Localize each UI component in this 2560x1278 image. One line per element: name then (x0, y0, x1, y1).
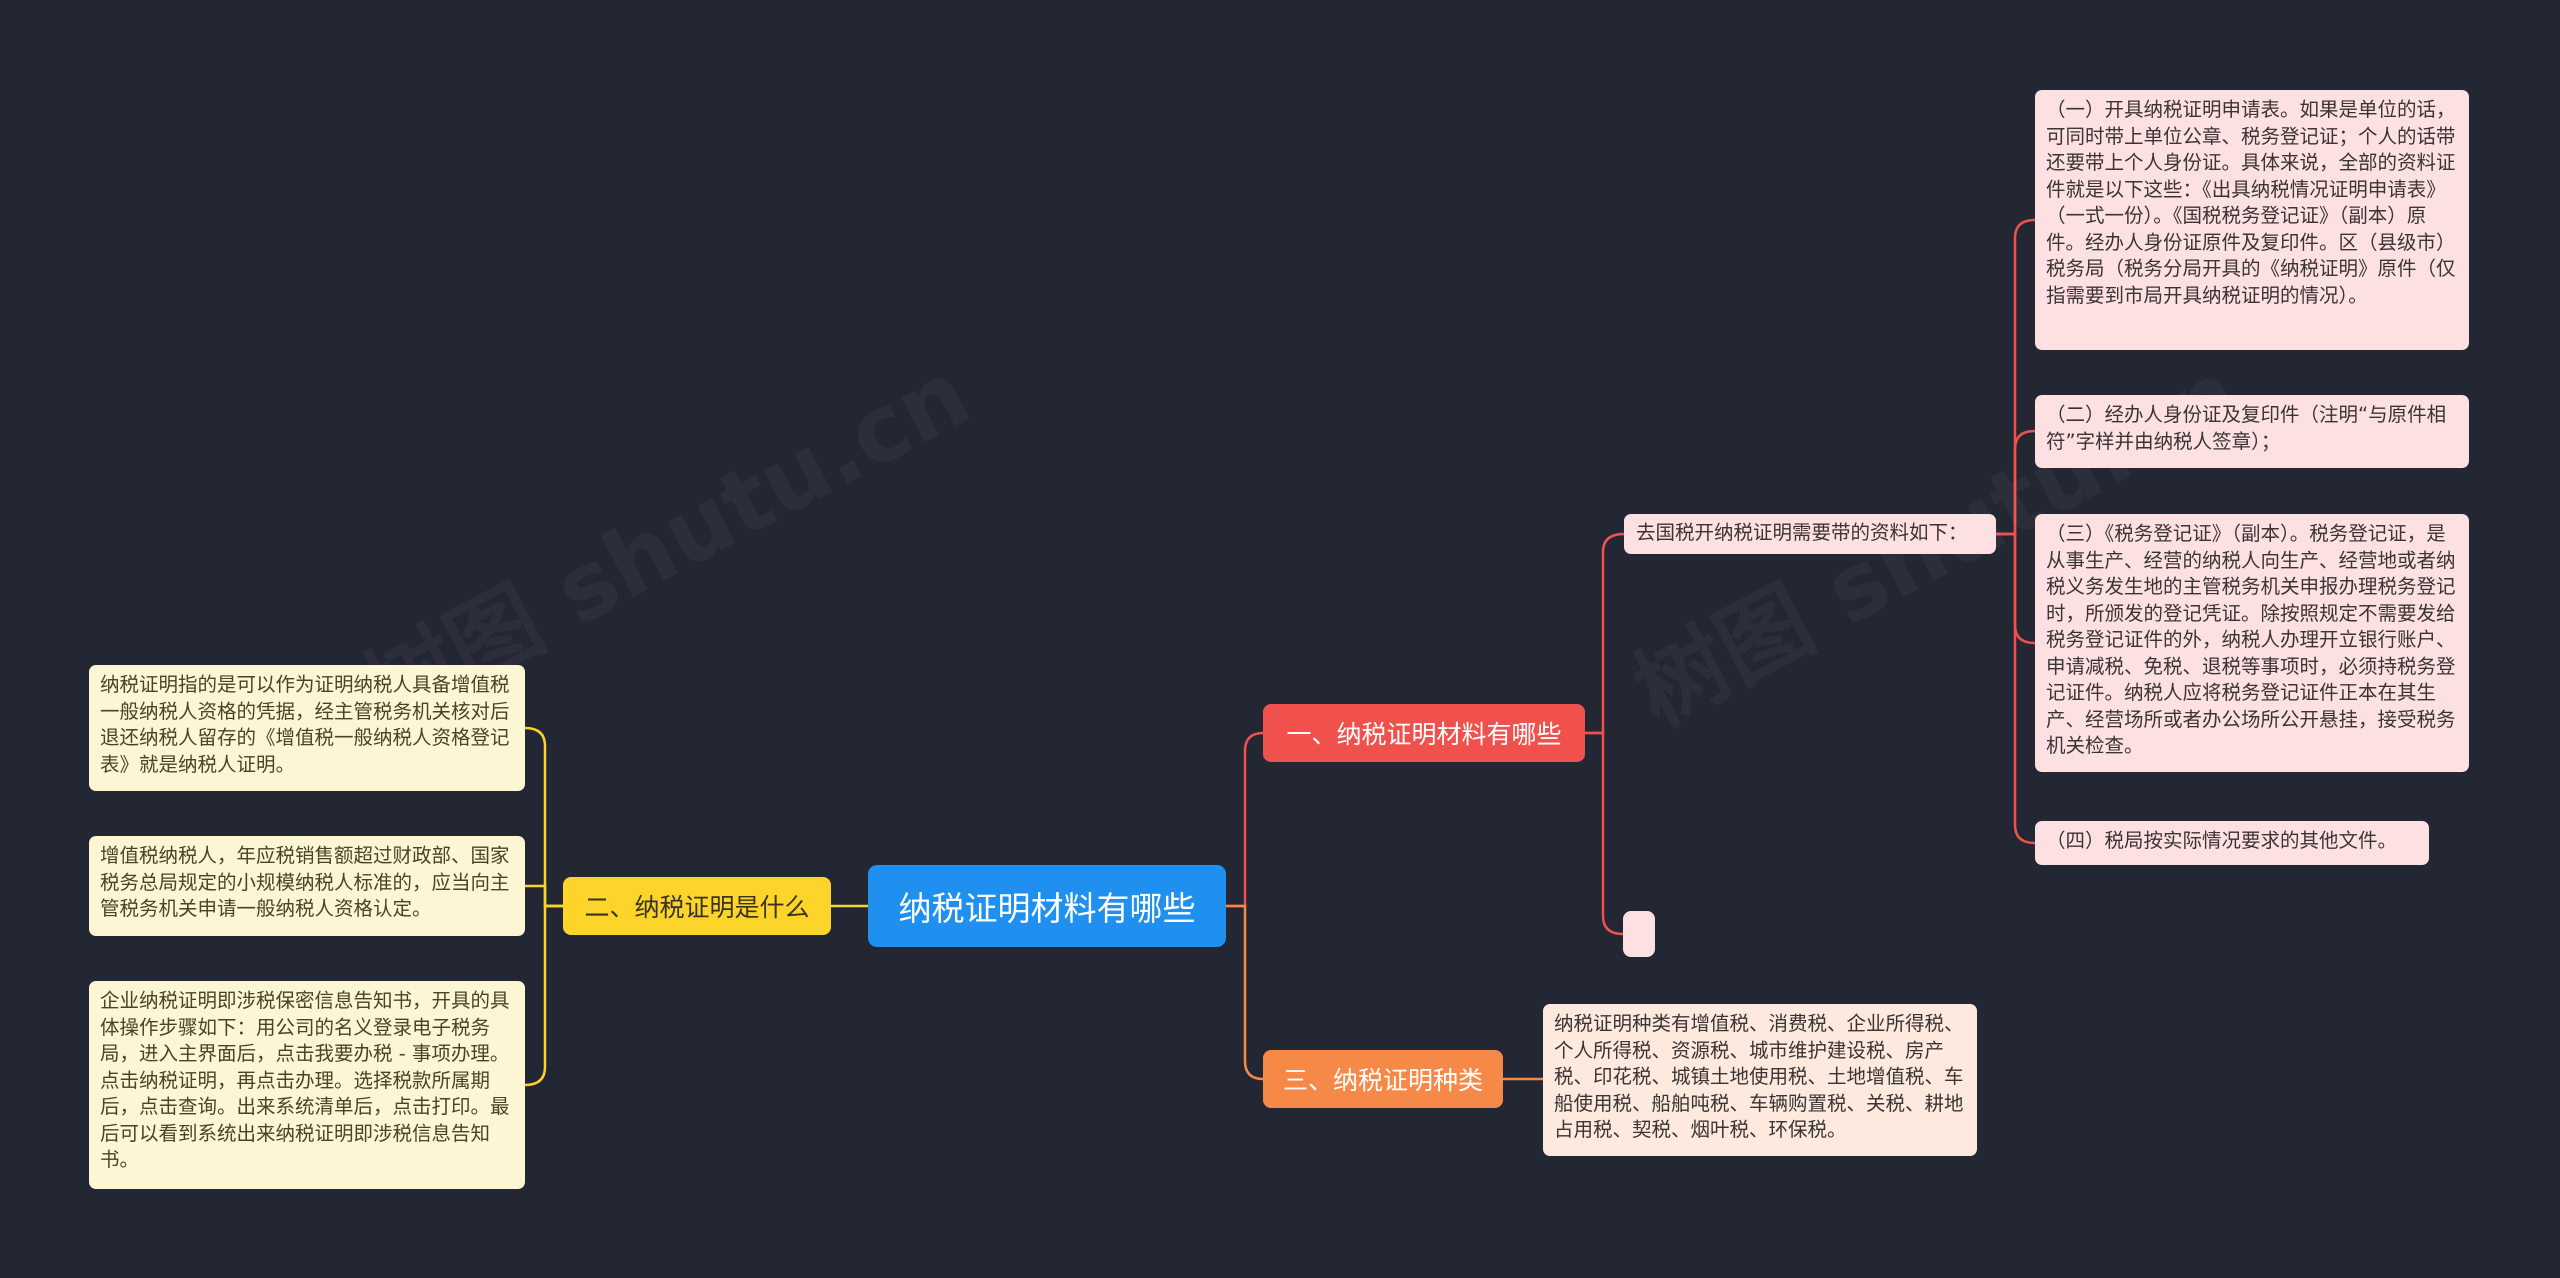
what-item-2[interactable]: 增值税纳税人，年应税销售额超过财政部、国家税务总局规定的小规模纳税人标准的，应当… (89, 836, 525, 936)
materials-item-2[interactable]: （二）经办人身份证及复印件（注明“与原件相符”字样并由纳税人签章）； (2035, 395, 2469, 468)
link-what-y1 (524, 726, 563, 908)
link-what-y2 (525, 884, 563, 908)
link-materials-empty (1585, 731, 1624, 936)
link-root-materials (1226, 731, 1264, 908)
types-text-node[interactable]: 纳税证明种类有增值税、消费税、企业所得税、个人所得税、资源税、城市维护建设税、房… (1543, 1004, 1977, 1156)
what-item-3[interactable]: 企业纳税证明即涉税保密信息告知书，开具的具体操作步骤如下：用公司的名义登录电子税… (89, 981, 525, 1189)
link-what-y3 (524, 904, 563, 1087)
branch-materials[interactable]: 一、纳税证明材料有哪些 (1263, 704, 1585, 762)
materials-item-4[interactable]: （四）税局按实际情况要求的其他文件。 (2035, 821, 2429, 865)
materials-item-3[interactable]: （三）《税务登记证》（副本）。税务登记证，是从事生产、经营的纳税人向生产、经营地… (2035, 514, 2469, 772)
root-node[interactable]: 纳税证明材料有哪些 (868, 865, 1226, 947)
what-item-1[interactable]: 纳税证明指的是可以作为证明纳税人具备增值税一般纳税人资格的凭据，经主管税务机关核… (89, 665, 525, 791)
empty-node[interactable] (1623, 911, 1655, 957)
materials-intro-node[interactable]: 去国税开纳税证明需要带的资料如下： (1624, 514, 1996, 554)
branch-what[interactable]: 二、纳税证明是什么 (563, 877, 831, 935)
link-root-types (1226, 904, 1264, 1081)
materials-item-1[interactable]: （一）开具纳税证明申请表。如果是单位的话，可同时带上单位公章、税务登记证；个人的… (2035, 90, 2469, 350)
branch-types[interactable]: 三、纳税证明种类 (1263, 1050, 1503, 1108)
link-intro-d4 (1996, 532, 2036, 845)
